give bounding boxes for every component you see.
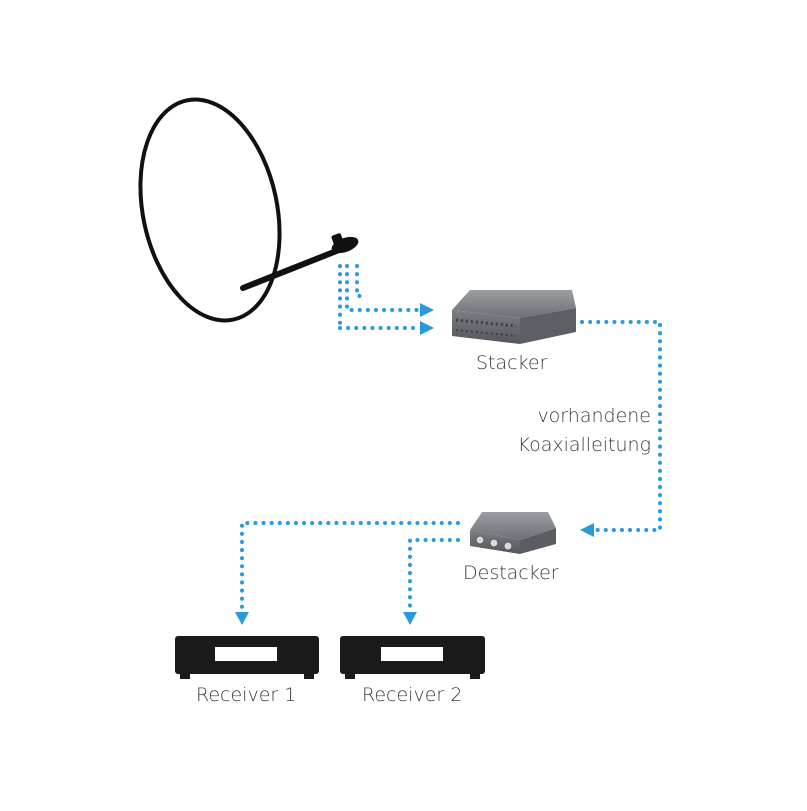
- cable-label-line1: vorhandene: [537, 405, 651, 427]
- destacker-label: Destacker: [463, 562, 559, 584]
- destacker-device-icon: [470, 512, 556, 554]
- connection-to-receivers: [240, 521, 460, 610]
- connection-coax-line: [580, 320, 662, 532]
- stacker-label: Stacker: [476, 352, 548, 374]
- satellite-dish-icon: [138, 97, 359, 323]
- receiver-2-label: Receiver 2: [362, 684, 463, 706]
- stacker-device-icon: [452, 290, 576, 344]
- arrow-into-destacker: [580, 523, 594, 537]
- arrow-into-stacker: [420, 303, 434, 335]
- arrows-into-receivers: [235, 612, 417, 625]
- cable-label-line2: Koaxialleitung: [517, 434, 651, 456]
- connection-dish-to-stacker: [338, 264, 420, 330]
- receiver-1-icon: [175, 636, 319, 679]
- receiver-1-label: Receiver 1: [196, 684, 297, 706]
- receiver-2-icon: [340, 636, 485, 679]
